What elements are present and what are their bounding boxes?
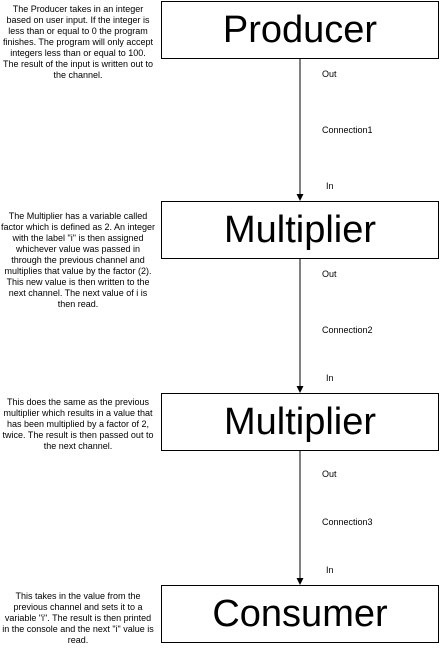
connection1-arrow [296, 59, 304, 201]
connection1-out-label: Out [322, 69, 337, 79]
connection2-arrow [296, 259, 304, 393]
consumer-description: This takes in the value from the previou… [2, 591, 154, 645]
connection3-name-label: Connection3 [322, 517, 373, 527]
connection2-out-label: Out [322, 269, 337, 279]
connection3-arrow [296, 451, 304, 585]
producer-description: The Producer takes in an integer based o… [2, 4, 154, 80]
connection1-name-label: Connection1 [322, 125, 373, 135]
consumer-label: Consumer [212, 593, 388, 635]
multiplier2-label: Multiplier [223, 401, 377, 443]
connection2-in-label: In [326, 373, 334, 383]
producer-label: Producer [222, 9, 378, 51]
connection3-out-label: Out [322, 469, 337, 479]
connection3-in-label: In [326, 565, 334, 575]
multiplier1-box: Multiplier [161, 201, 439, 259]
multiplier1-label: Multiplier [223, 209, 377, 251]
connection1-in-label: In [326, 181, 334, 191]
consumer-box: Consumer [161, 585, 439, 643]
connection2-name-label: Connection2 [322, 325, 373, 335]
multiplier2-box: Multiplier [161, 393, 439, 451]
multiplier2-description: This does the same as the previous multi… [2, 397, 154, 451]
producer-box: Producer [161, 1, 439, 59]
multiplier1-description: The Multiplier has a variable called fac… [0, 211, 156, 309]
